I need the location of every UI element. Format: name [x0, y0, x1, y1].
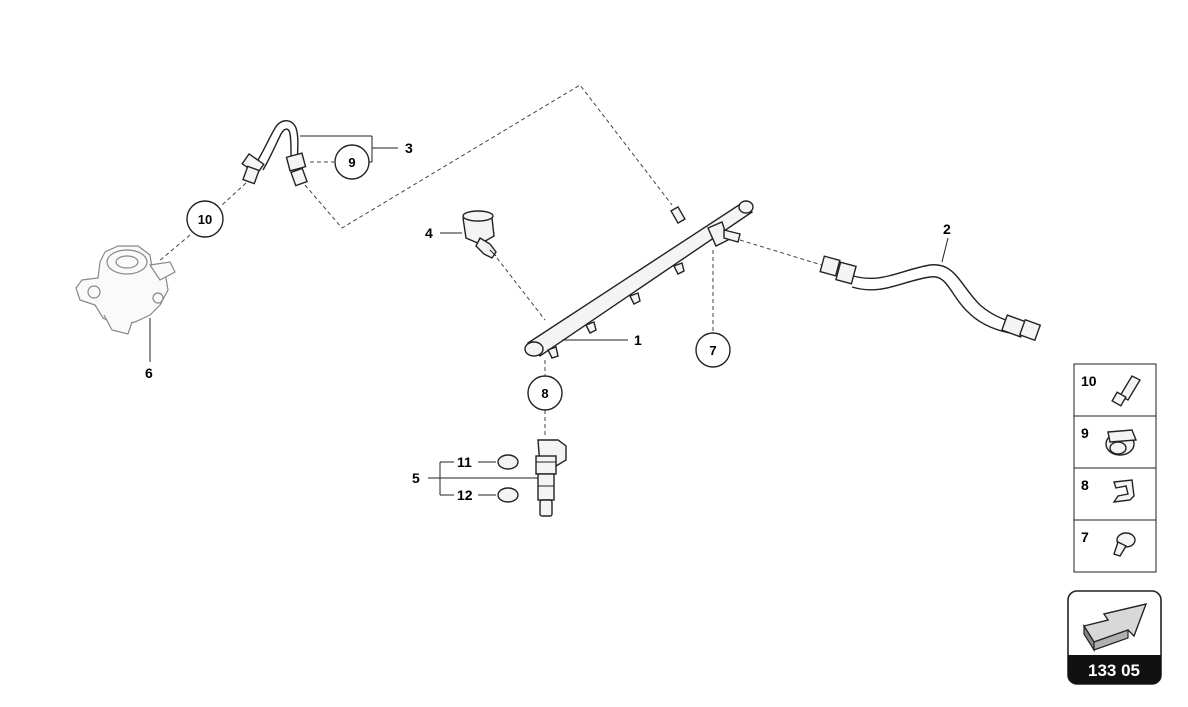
page-number: 133 05: [1088, 661, 1140, 680]
leader-lines: [149, 135, 949, 496]
svg-text:10: 10: [198, 212, 212, 227]
dashed-connector-lines: [157, 84, 826, 438]
label-6: 6: [145, 365, 153, 381]
fuel-injector: [535, 439, 567, 517]
high-pressure-pump: [75, 245, 176, 335]
legend-num-10: 10: [1081, 373, 1097, 389]
circle-callout-10: 10: [186, 200, 224, 238]
label-5: 5: [412, 470, 420, 486]
label-3: 3: [405, 140, 413, 156]
next-page-arrow-icon: [1082, 603, 1148, 653]
legend-num-9: 9: [1081, 425, 1089, 441]
o-ring-12: [497, 487, 519, 503]
hose-clamp-icon: [1105, 429, 1138, 456]
label-1: 1: [634, 332, 642, 348]
fitting-icon: [1111, 375, 1141, 407]
o-ring-11: [497, 454, 519, 470]
svg-text:7: 7: [709, 343, 716, 358]
page-reference-badge[interactable]: 133 05: [1067, 590, 1162, 685]
screw-icon: [1113, 532, 1136, 557]
label-4: 4: [425, 225, 433, 241]
legend-num-7: 7: [1081, 529, 1089, 545]
pressure-sensor: [462, 210, 497, 259]
label-12: 12: [457, 487, 473, 503]
label-2: 2: [943, 221, 951, 237]
fuel-rail: [524, 200, 754, 359]
label-11: 11: [457, 454, 472, 470]
circle-callout-9: 9: [334, 144, 370, 180]
retaining-clip-icon: [1112, 479, 1135, 503]
circle-callout-8: 8: [527, 375, 563, 411]
legend-panel: 10 9 8 7: [1073, 363, 1157, 573]
fuel-line-assembly: [241, 120, 308, 187]
return-line: [819, 255, 1042, 342]
svg-text:9: 9: [348, 155, 355, 170]
svg-text:8: 8: [541, 386, 548, 401]
legend-num-8: 8: [1081, 477, 1089, 493]
circle-callout-7: 7: [695, 332, 731, 368]
